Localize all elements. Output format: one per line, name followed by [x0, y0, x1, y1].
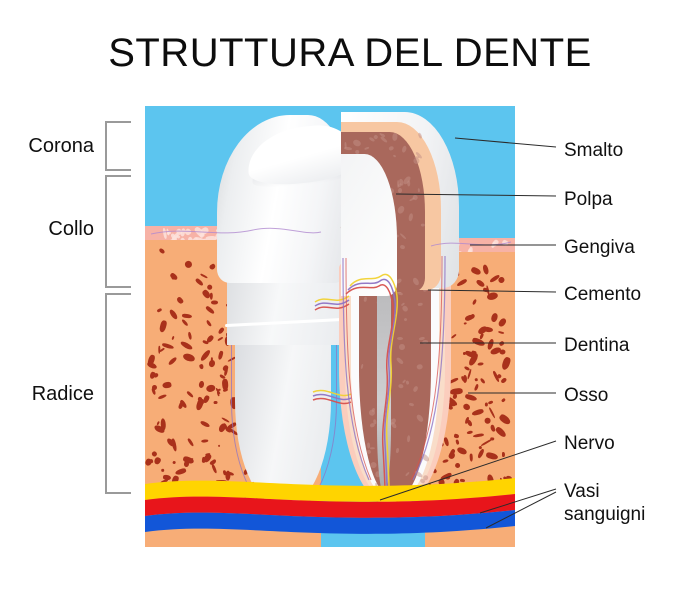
- label-collo: Collo: [48, 218, 94, 240]
- bracket-spine: [105, 121, 107, 171]
- vein-band: [145, 510, 515, 534]
- artery-band: [145, 494, 515, 518]
- label-gengiva: Gengiva: [564, 237, 635, 258]
- label-vasi: Vasi: [564, 481, 600, 502]
- bracket-corona: [105, 121, 131, 171]
- tooth-anatomy-illustration: [145, 106, 515, 547]
- bracket-spine: [105, 175, 107, 288]
- label-cemento: Cemento: [564, 284, 642, 305]
- bracket-spine: [105, 293, 107, 494]
- bracket-collo: [105, 175, 131, 288]
- label-polpa: Polpa: [564, 189, 613, 210]
- label-dentina: Dentina: [564, 335, 630, 356]
- label-radice: Radice: [31, 383, 94, 405]
- bracket-top-arm: [105, 121, 131, 123]
- bracket-top-arm: [105, 175, 131, 177]
- label-smalto: Smalto: [564, 140, 624, 161]
- bracket-top-arm: [105, 293, 131, 295]
- root-left: [235, 337, 331, 505]
- neurovascular-bundle: [145, 106, 515, 547]
- label-nervo: Nervo: [564, 433, 615, 454]
- bracket-bottom-arm: [105, 286, 131, 288]
- bracket-bottom-arm: [105, 492, 131, 494]
- page-title: STRUTTURA DEL DENTE: [108, 31, 592, 75]
- label-osso: Osso: [564, 385, 609, 406]
- bracket-radice: [105, 293, 131, 494]
- tooth-intact-half: [217, 115, 360, 513]
- bracket-bottom-arm: [105, 169, 131, 171]
- label-sanguigni: sanguigni: [564, 504, 646, 525]
- label-corona: Corona: [28, 135, 94, 157]
